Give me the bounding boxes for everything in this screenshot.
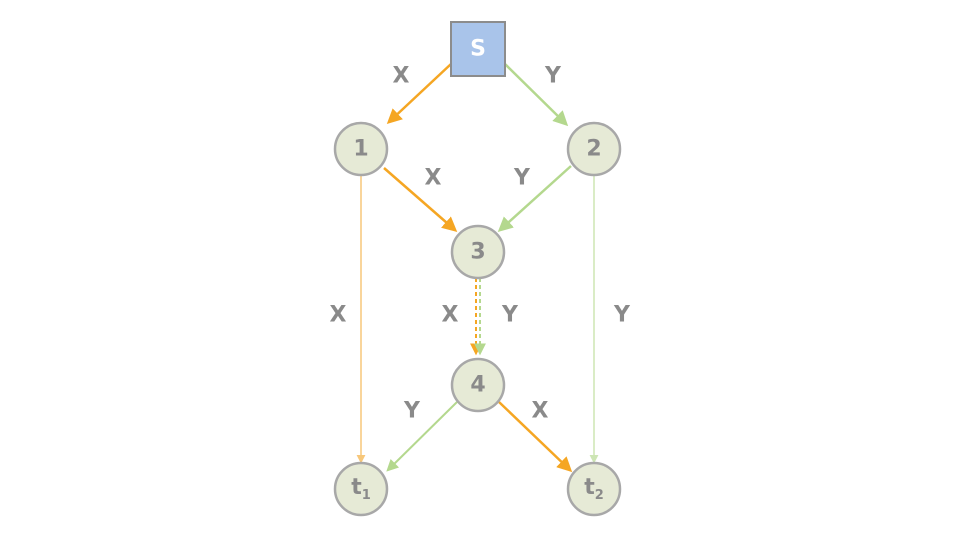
edge-label-3-4-y: Y bbox=[501, 303, 519, 328]
node-2: 2 bbox=[566, 121, 622, 177]
source-node-label: S bbox=[470, 37, 486, 62]
edge-2-3 bbox=[497, 165, 572, 233]
node-1-label: 1 bbox=[353, 137, 368, 162]
sink-node-t1-base: t bbox=[351, 475, 362, 500]
node-4: 4 bbox=[450, 357, 506, 413]
edge-4-t1 bbox=[386, 401, 458, 472]
sink-node-t2-label: t2 bbox=[584, 475, 604, 503]
sink-node-t2: t2 bbox=[566, 461, 622, 517]
node-4-label: 4 bbox=[470, 373, 485, 398]
edge-s-1 bbox=[386, 63, 452, 125]
sink-node-t1-label: t1 bbox=[351, 475, 371, 503]
edge-label-1-t1: X bbox=[330, 303, 347, 328]
edge-label-2-t2: Y bbox=[613, 303, 631, 328]
edge-label-1-3: X bbox=[425, 166, 442, 191]
node-3-label: 3 bbox=[470, 240, 485, 265]
edge-label-s-1: X bbox=[393, 64, 410, 89]
sink-node-t2-subscript: 2 bbox=[595, 488, 604, 503]
sink-node-t1: t1 bbox=[333, 461, 389, 517]
node-3: 3 bbox=[450, 224, 506, 280]
edge-s-2 bbox=[504, 63, 569, 127]
source-node: S bbox=[450, 21, 506, 77]
edge-1-3 bbox=[383, 167, 458, 232]
node-2-label: 2 bbox=[586, 137, 601, 162]
edge-4-t2 bbox=[498, 401, 573, 473]
edge-label-4-t1: Y bbox=[403, 399, 421, 424]
edge-label-s-2: Y bbox=[544, 64, 562, 89]
edge-label-2-3: Y bbox=[513, 166, 531, 191]
node-1: 1 bbox=[333, 121, 389, 177]
edge-label-4-t2: X bbox=[532, 399, 549, 424]
sink-node-t1-subscript: 1 bbox=[362, 488, 371, 503]
sink-node-t2-base: t bbox=[584, 475, 595, 500]
edge-label-3-4-x: X bbox=[442, 303, 459, 328]
